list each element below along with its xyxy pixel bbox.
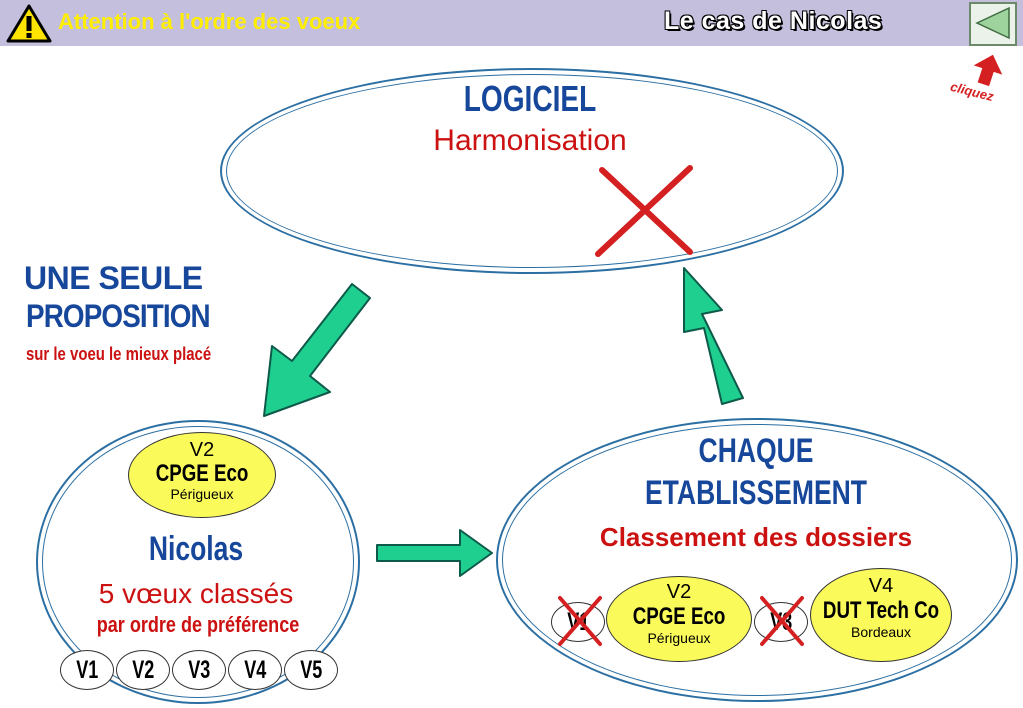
accepted-v2-code: V2 bbox=[666, 581, 692, 603]
etab-line2-wrap: ETABLISSEMENT bbox=[596, 474, 916, 513]
arrow-down-left bbox=[263, 283, 371, 417]
warning-icon bbox=[6, 4, 52, 43]
accepted-v4-code: V4 bbox=[868, 575, 894, 597]
etablissement-ellipse-inner bbox=[502, 424, 1012, 696]
proposition-line2-wrap: PROPOSITION bbox=[26, 298, 266, 335]
top-wish-bubble: V2 CPGE Eco Périgueux bbox=[128, 432, 276, 518]
proposition-line3-wrap: sur le voeu le mieux placé bbox=[26, 344, 266, 365]
back-triangle-icon bbox=[975, 6, 1010, 40]
etab-line1-wrap: CHAQUE bbox=[656, 432, 856, 471]
accepted-v2-name: CPGE Eco bbox=[632, 603, 726, 630]
logiciel-ellipse bbox=[220, 68, 844, 274]
accepted-v4-name: DUT Tech Co bbox=[822, 597, 940, 624]
rejected-v1: V1 bbox=[551, 602, 605, 642]
logiciel-title-wrap: LOGICIEL bbox=[430, 78, 630, 120]
wish-v4: V4 bbox=[228, 650, 282, 690]
accepted-v4-bubble: V4 DUT Tech Co Bordeaux bbox=[810, 568, 952, 662]
header-title: Attention à l'ordre des voeux bbox=[58, 9, 361, 34]
candidate-order-wrap: par ordre de préférence bbox=[62, 612, 334, 638]
arrow-right bbox=[376, 529, 493, 577]
candidate-name-wrap: Nicolas bbox=[96, 530, 296, 569]
etab-line3: Classement des dossiers bbox=[599, 522, 913, 552]
logiciel-ellipse-inner bbox=[226, 74, 838, 268]
top-wish-city: Périgueux bbox=[170, 486, 234, 502]
arrow-up bbox=[683, 267, 744, 405]
rejected-v3: V3 bbox=[754, 602, 808, 642]
logiciel-subtitle: Harmonisation bbox=[433, 124, 627, 157]
wish-v1: V1 bbox=[60, 650, 114, 690]
candidate-wishes-line: 5 vœux classés bbox=[98, 578, 294, 609]
candidate-ellipse bbox=[36, 420, 360, 704]
proposition-line3: sur le voeu le mieux placé bbox=[26, 344, 212, 364]
candidate-ellipse-inner bbox=[42, 426, 354, 698]
etab-line1: CHAQUE bbox=[698, 432, 814, 470]
top-wish-name: CPGE Eco bbox=[155, 460, 249, 487]
candidate-order-line: par ordre de préférence bbox=[96, 612, 300, 637]
wish-v5: V5 bbox=[284, 650, 338, 690]
case-title: Le cas de Nicolas bbox=[664, 7, 883, 35]
wish-v3: V3 bbox=[172, 650, 226, 690]
proposition-line2: PROPOSITION bbox=[26, 298, 211, 334]
back-button[interactable] bbox=[969, 2, 1017, 46]
accepted-v2-bubble: V2 CPGE Eco Périgueux bbox=[606, 576, 752, 662]
top-wish-code: V2 bbox=[189, 439, 215, 461]
header-bar: Attention à l'ordre des voeux Le cas de … bbox=[0, 0, 1023, 46]
logiciel-title: LOGICIEL bbox=[463, 78, 597, 119]
etablissement-ellipse bbox=[496, 418, 1018, 702]
etab-line2: ETABLISSEMENT bbox=[644, 474, 867, 512]
wish-v2: V2 bbox=[116, 650, 170, 690]
candidate-name: Nicolas bbox=[148, 530, 244, 568]
proposition-line1: UNE SEULE bbox=[24, 260, 203, 296]
accepted-v2-city: Périgueux bbox=[647, 630, 711, 646]
accepted-v4-city: Bordeaux bbox=[851, 624, 911, 640]
back-hint-label: cliquez bbox=[948, 78, 996, 105]
